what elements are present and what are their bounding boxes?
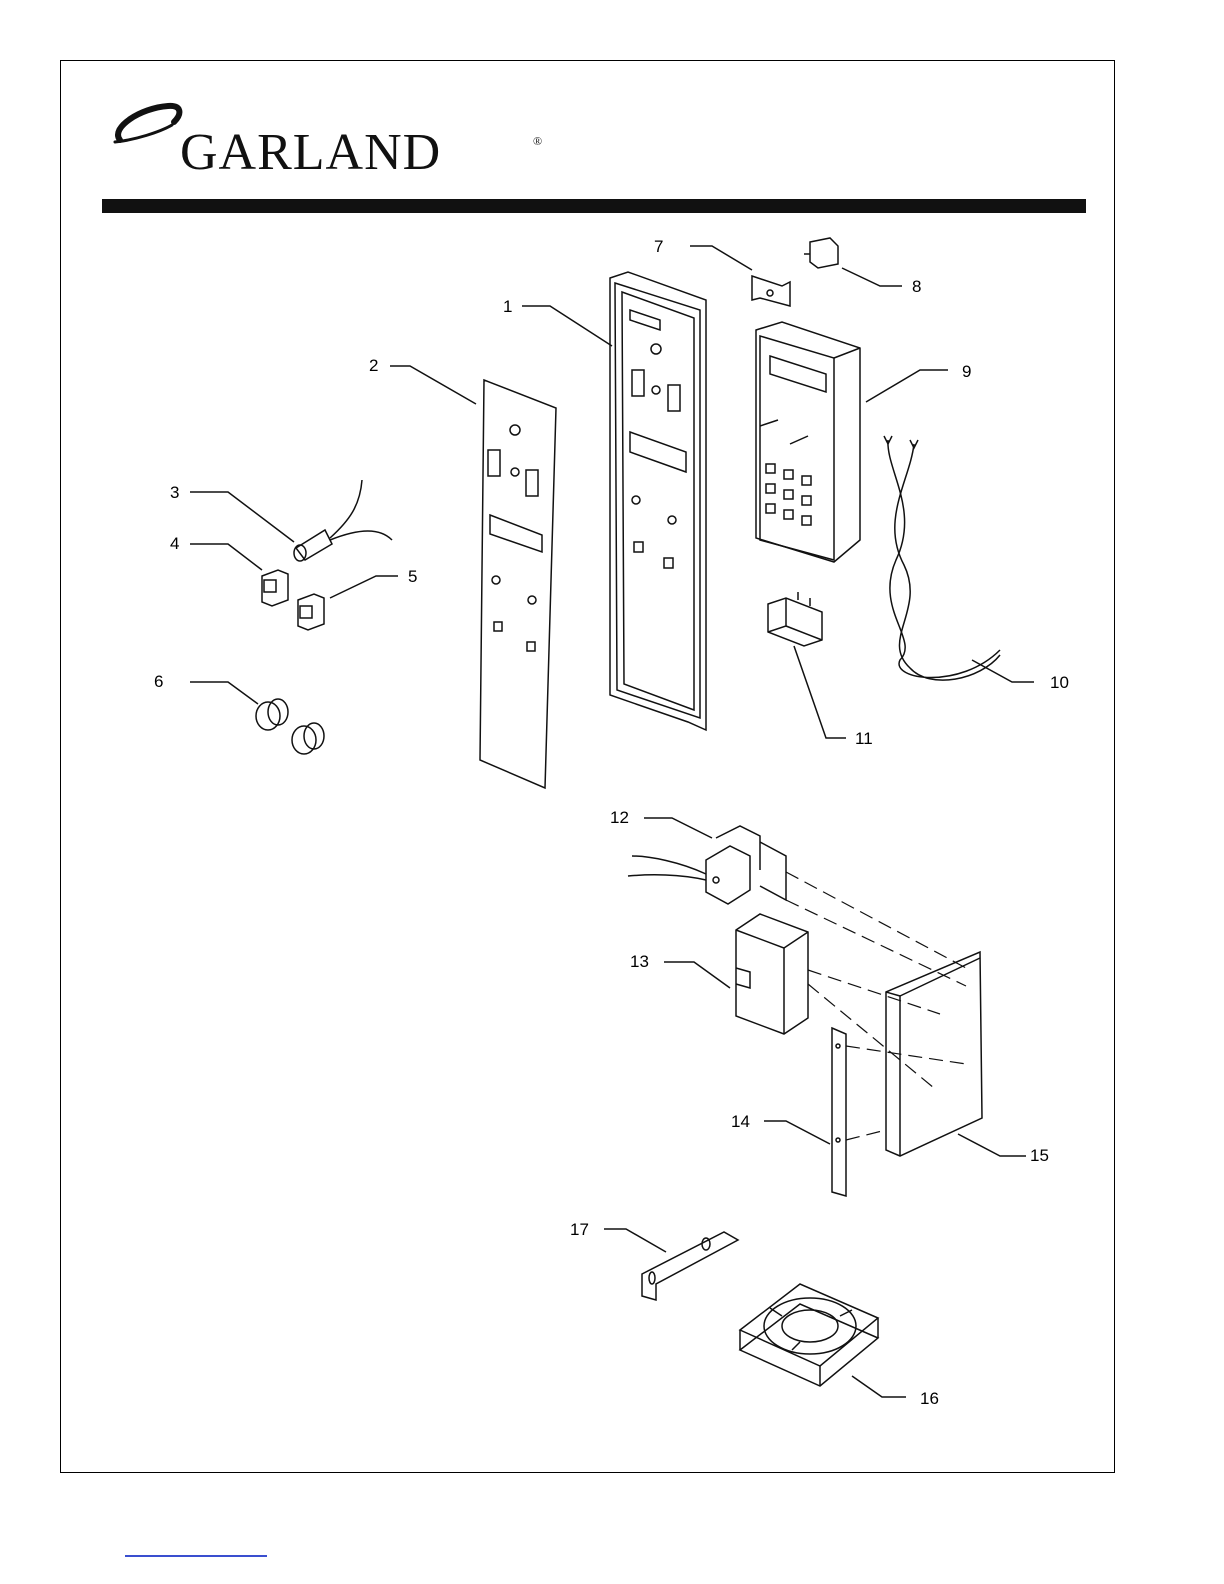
part-4-switch <box>262 570 288 606</box>
assembly-guide-lines <box>786 872 966 1140</box>
callout-4: 4 <box>170 534 179 553</box>
callout-9: 9 <box>962 362 971 381</box>
callout-14: 14 <box>731 1112 750 1131</box>
callout-7: 7 <box>654 237 663 256</box>
part-8-sensor <box>804 238 838 268</box>
part-9-control-board <box>756 322 860 562</box>
callout-labels: 1 2 3 4 5 6 7 8 9 10 11 12 13 14 15 16 1… <box>154 237 1069 1408</box>
callout-12: 12 <box>610 808 629 827</box>
callout-11: 11 <box>855 729 873 748</box>
footer-link-underline[interactable] <box>125 1555 267 1557</box>
part-2-overlay <box>480 380 556 788</box>
part-1-panel-frame <box>610 272 706 730</box>
part-10-wire-harness <box>884 436 1000 680</box>
callout-2: 2 <box>369 356 378 375</box>
callout-13: 13 <box>630 952 649 971</box>
part-12-transformer <box>628 826 786 904</box>
callout-10: 10 <box>1050 673 1069 692</box>
part-14-strip-bracket <box>832 1028 846 1196</box>
callout-15: 15 <box>1030 1146 1049 1165</box>
part-13-module <box>736 914 808 1034</box>
part-5-switch <box>298 594 324 630</box>
part-11-relay <box>768 592 822 646</box>
callout-1: 1 <box>503 297 512 316</box>
part-7-bracket <box>752 276 790 306</box>
callout-6: 6 <box>154 672 163 691</box>
part-3-indicator-light <box>294 480 392 561</box>
callout-3: 3 <box>170 483 179 502</box>
callout-17: 17 <box>570 1220 589 1239</box>
part-17-bracket <box>642 1232 738 1300</box>
callout-8: 8 <box>912 277 921 296</box>
callout-16: 16 <box>920 1389 939 1408</box>
part-16-fan <box>740 1284 878 1386</box>
callout-5: 5 <box>408 567 417 586</box>
part-6-knobs <box>256 699 324 754</box>
